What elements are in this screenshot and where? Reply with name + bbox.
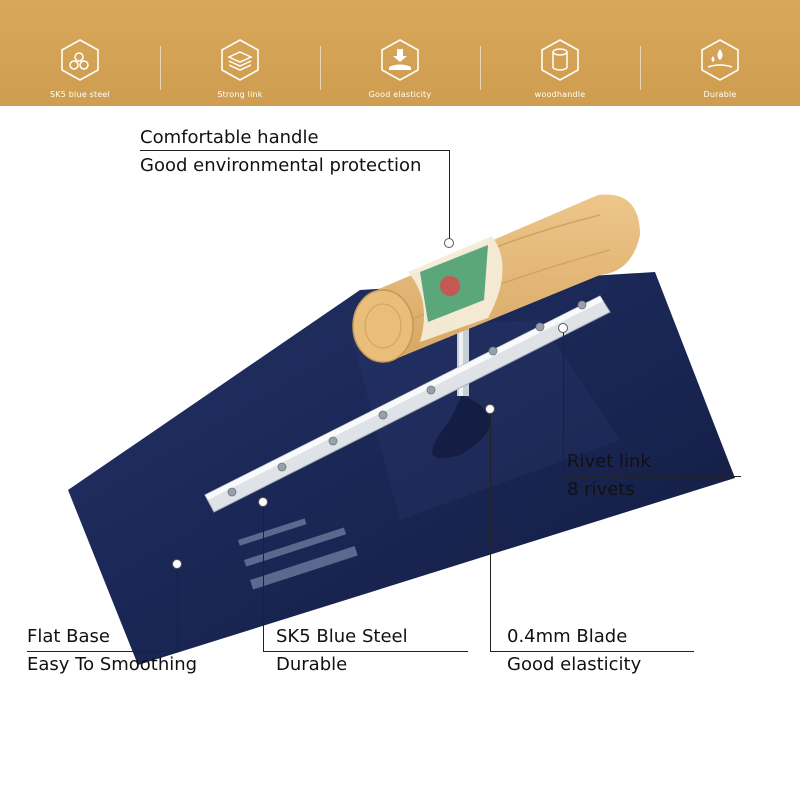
feature-label: Durable [703, 90, 737, 99]
callout-subtitle: 8 rivets [567, 479, 635, 500]
rivets [227, 300, 587, 497]
pointer-dot [444, 238, 454, 248]
leader-line [563, 476, 741, 477]
pointer-dot [558, 323, 568, 333]
feature-divider [320, 46, 321, 90]
callout-blade: 0.4mm Blade Good elasticity [507, 623, 641, 679]
feature-divider [640, 46, 641, 90]
callout-title: 0.4mm Blade [507, 626, 628, 647]
callout-subtitle: Durable [276, 654, 348, 675]
leader-line [490, 651, 694, 652]
callout-title: SK5 Blue Steel [276, 626, 408, 647]
callout-handle: Comfortable handle Good environmental pr… [140, 124, 421, 180]
callout-steel: SK5 Blue Steel Durable [276, 623, 408, 679]
rivet-bar [204, 295, 611, 513]
pointer-dot [258, 497, 268, 507]
feature-divider [480, 46, 481, 90]
leader-line [563, 330, 564, 477]
feature-banner: SK5 blue steel Strong link Good elastici… [0, 0, 800, 106]
wooden-handle [352, 194, 640, 363]
leader-line [140, 150, 450, 151]
callout-title: Comfortable handle [140, 127, 319, 148]
callout-title: Rivet link [567, 451, 651, 472]
leader-line [263, 651, 468, 652]
feature-strong-link: Strong link [160, 0, 320, 106]
callout-rivet: Rivet link 8 rivets [567, 448, 651, 504]
feature-wood-handle: woodhandle [480, 0, 640, 106]
blade-print [238, 518, 358, 590]
steel-bars-icon [61, 39, 99, 81]
leader-line [177, 566, 178, 652]
feature-label: Good elasticity [368, 90, 432, 99]
callout-subtitle: Good elasticity [507, 654, 642, 675]
leader-line [27, 651, 178, 652]
pointer-dot [485, 404, 495, 414]
feature-sk5-steel: SK5 blue steel [0, 0, 160, 106]
callout-subtitle: Good environmental protection [140, 155, 422, 176]
press-down-icon [381, 39, 419, 81]
callout-subtitle: Easy To Smoothing [27, 654, 198, 675]
leader-line [490, 411, 491, 652]
water-drops-icon [701, 39, 739, 81]
layers-icon [221, 39, 259, 81]
trowel-blade [68, 272, 735, 665]
feature-label: Strong link [217, 90, 263, 99]
feature-divider [160, 46, 161, 90]
feature-durable: Durable [640, 0, 800, 106]
callout-base: Flat Base Easy To Smoothing [27, 623, 197, 679]
leader-line [449, 150, 450, 242]
feature-good-elasticity: Good elasticity [320, 0, 480, 106]
callout-title: Flat Base [27, 626, 110, 647]
wood-log-icon [541, 39, 579, 81]
pointer-dot [172, 559, 182, 569]
feature-label: woodhandle [534, 90, 586, 99]
leader-line [263, 504, 264, 652]
feature-label: SK5 blue steel [50, 90, 110, 99]
